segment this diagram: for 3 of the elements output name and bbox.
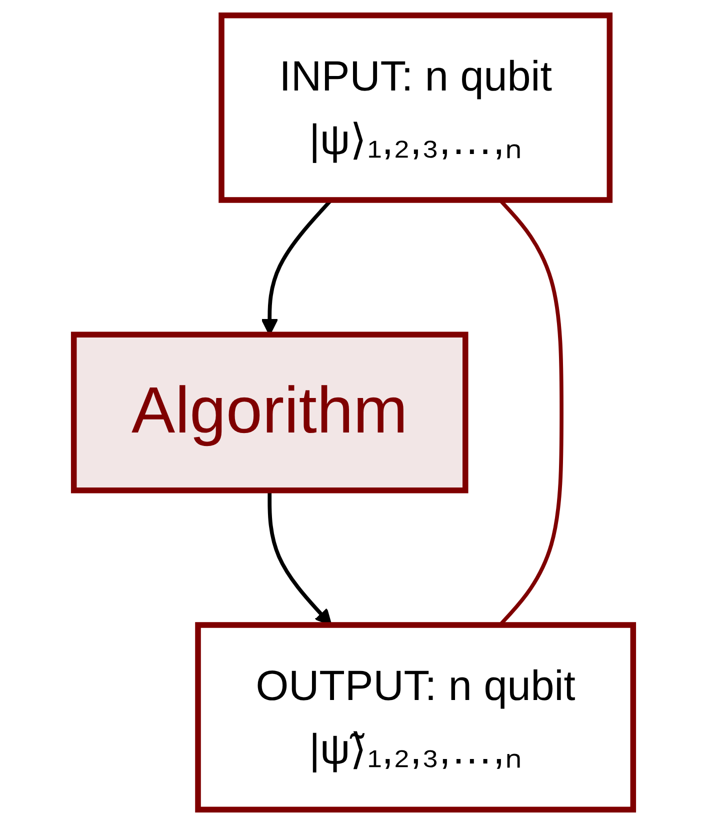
node-box: INPUT: n qubit |ψ⟩₁,₂,₃,…,ₙ <box>218 12 613 203</box>
node-box: OUTPUT: n qubit |ψ̃⟩₁,₂,₃,…,ₙ <box>195 622 636 812</box>
node-box: Algorithm <box>70 332 468 494</box>
